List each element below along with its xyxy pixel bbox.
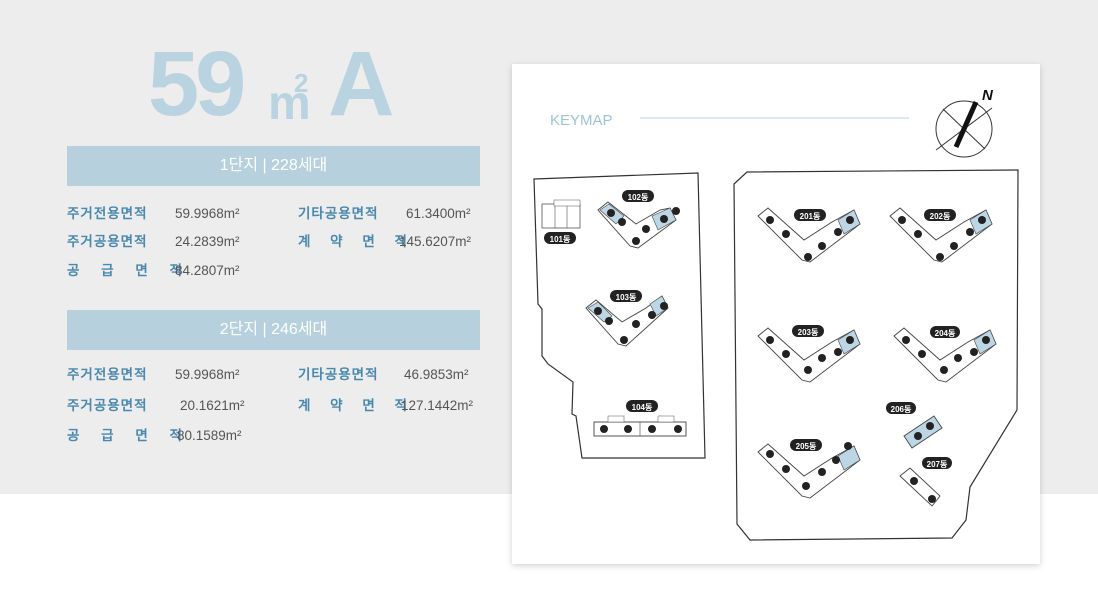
- residential-common-area-label: 주거공용면적: [67, 234, 148, 249]
- unit-type-title: 59 m 2 A: [148, 36, 408, 132]
- supply-area-label: 공 급 면 적: [67, 428, 191, 443]
- building-104: 104동: [593, 400, 687, 437]
- building-204: 204동: [893, 326, 997, 383]
- building-207: 207동: [899, 457, 952, 507]
- complex-2-header: 2단지 | 246세대: [67, 310, 480, 350]
- building-203: 203동: [757, 325, 861, 383]
- contract-area-value: 127.1442m²: [401, 398, 474, 413]
- other-common-area-label: 기타공용면적: [298, 206, 379, 221]
- keymap-card: KEYMAP N 101동 102동: [512, 64, 1040, 564]
- complex-1-row-1: 주거전용면적 59.9968m² 기타공용면적 61.3400m²: [0, 204, 490, 224]
- building-label-102: 102동: [628, 193, 649, 202]
- building-label-201: 201동: [800, 212, 821, 221]
- contract-area-label: 계 약 면 적: [298, 398, 415, 413]
- building-label-206: 206동: [891, 405, 912, 414]
- site-1-outline: [533, 172, 706, 459]
- area-number: 59: [148, 33, 246, 135]
- building-205: 205동: [757, 439, 861, 499]
- building-label-205: 205동: [796, 442, 817, 451]
- exclusive-area-value: 59.9968m²: [175, 206, 240, 221]
- exclusive-area-label: 주거전용면적: [67, 367, 148, 382]
- building-label-104: 104동: [632, 403, 653, 412]
- complex-2-row-1: 주거전용면적 59.9968m² 기타공용면적 46.9853m²: [0, 365, 490, 385]
- exclusive-area-label: 주거전용면적: [67, 206, 148, 221]
- residential-common-area-value: 24.2839m²: [175, 234, 240, 249]
- building-102: 102동: [597, 190, 680, 249]
- building-202: 202동: [889, 207, 993, 263]
- building-label-207: 207동: [927, 460, 948, 469]
- compass-north-label: N: [982, 87, 994, 104]
- area-unit-superscript: 2: [294, 68, 309, 98]
- building-label-103: 103동: [616, 293, 637, 302]
- building-206: 206동: [886, 402, 943, 449]
- building-label-203: 203동: [798, 328, 819, 337]
- building-label-101: 101동: [550, 235, 571, 244]
- complex-1-header: 1단지 | 228세대: [67, 146, 480, 186]
- complex-2-row-2: 주거공용면적 20.1621m² 계 약 면 적 127.1442m²: [0, 396, 490, 416]
- compass-icon: N: [935, 87, 994, 158]
- building-label-204: 204동: [935, 329, 956, 338]
- keymap-svg: KEYMAP N 101동 102동: [533, 87, 1019, 541]
- other-common-area-value: 46.9853m²: [404, 367, 469, 382]
- supply-area-label: 공 급 면 적: [67, 263, 191, 278]
- area-unit: m: [268, 77, 311, 130]
- complex-1-row-2: 주거공용면적 24.2839m² 계 약 면 적 145.6207m²: [0, 232, 490, 252]
- complex-2-row-3: 공 급 면 적 80.1589m²: [0, 426, 490, 446]
- site-2-outline: [733, 169, 1019, 541]
- other-common-area-label: 기타공용면적: [298, 367, 379, 382]
- contract-area-label: 계 약 면 적: [298, 234, 415, 249]
- building-label-202: 202동: [930, 212, 951, 221]
- exclusive-area-value: 59.9968m²: [175, 367, 240, 382]
- type-letter: A: [328, 33, 395, 135]
- residential-common-area-label: 주거공용면적: [67, 398, 148, 413]
- keymap-label: KEYMAP: [550, 112, 613, 129]
- other-common-area-value: 61.3400m²: [406, 206, 471, 221]
- residential-common-area-value: 20.1621m²: [180, 398, 245, 413]
- complex-1-row-3: 공 급 면 적 84.2807m²: [0, 261, 490, 281]
- building-101: 101동: [541, 199, 581, 244]
- contract-area-value: 145.6207m²: [399, 234, 472, 249]
- supply-area-value: 80.1589m²: [177, 428, 242, 443]
- building-103: 103동: [585, 290, 669, 347]
- supply-area-value: 84.2807m²: [175, 263, 240, 278]
- building-201: 201동: [757, 207, 861, 263]
